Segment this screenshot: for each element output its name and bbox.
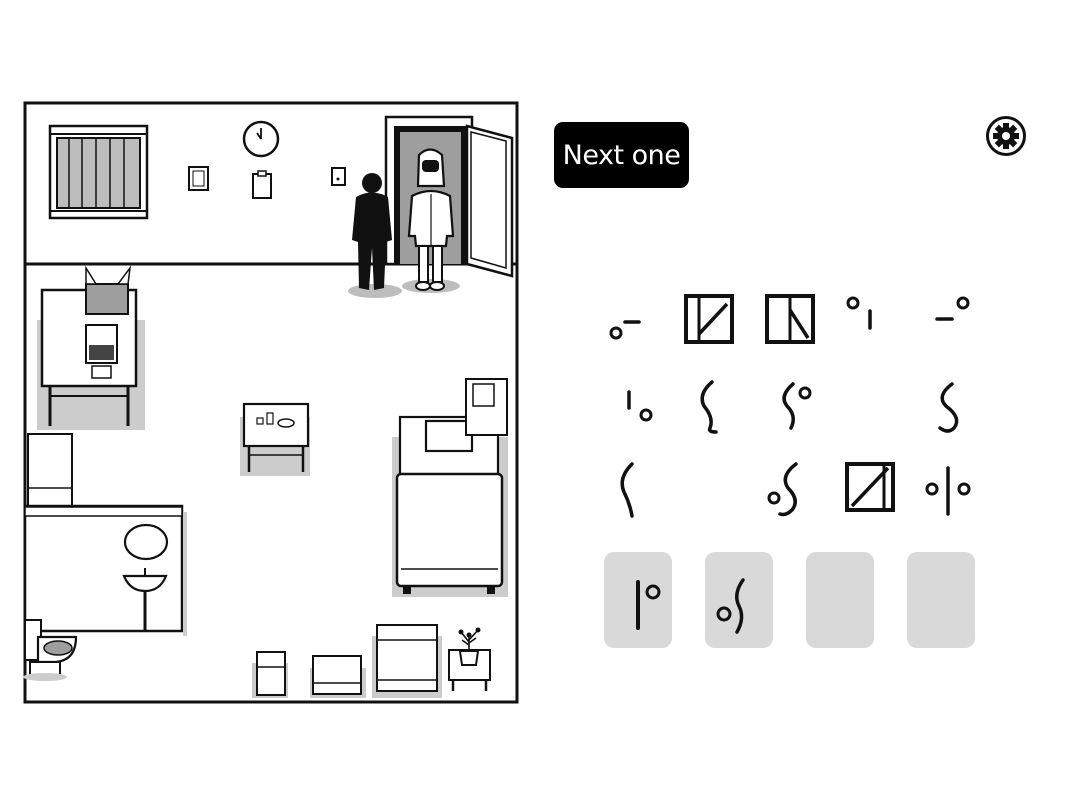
glyph-s-curve[interactable] <box>920 376 984 440</box>
glyph-s-curve[interactable] <box>680 376 744 440</box>
glyph-arc[interactable] <box>600 458 664 522</box>
radio-device[interactable] <box>85 324 118 379</box>
glyph-bar-dot[interactable] <box>603 378 667 442</box>
toilet[interactable] <box>23 619 78 681</box>
glyph-box-diagonal[interactable] <box>838 456 902 520</box>
low-drawer[interactable] <box>310 655 366 698</box>
dresser[interactable] <box>372 624 442 698</box>
answer-slot-1[interactable] <box>604 552 672 648</box>
clipboard <box>252 173 272 199</box>
bed-chair <box>465 378 508 436</box>
answer-slot-2[interactable] <box>705 552 773 648</box>
small-cabinet[interactable] <box>252 651 288 698</box>
glyph-box-split[interactable] <box>758 288 822 352</box>
cardboard-box[interactable] <box>85 265 132 315</box>
clock-icon <box>242 120 280 158</box>
next-one-button[interactable]: Next one <box>554 122 689 188</box>
glyph-dot-dash[interactable] <box>595 290 659 354</box>
wall-frame <box>188 166 209 191</box>
window <box>48 124 149 220</box>
glyph-dot-bar-dot[interactable] <box>916 458 980 522</box>
side-table[interactable] <box>242 402 310 472</box>
glyph-box-diagonal[interactable] <box>677 288 741 352</box>
hazmat-figure[interactable] <box>407 148 455 291</box>
shadow-figure[interactable] <box>352 173 392 290</box>
glyph-dot-s[interactable] <box>758 458 822 522</box>
glyph-dash-dot[interactable] <box>925 288 989 352</box>
answer-slot-3[interactable] <box>806 552 874 648</box>
plant-stand[interactable] <box>448 627 491 692</box>
sink[interactable] <box>122 568 168 632</box>
mirror <box>123 523 169 561</box>
bed[interactable] <box>395 415 504 594</box>
glyph-s-dot[interactable] <box>767 376 831 440</box>
glyph-bar-dot <box>636 580 661 630</box>
glyph-dot-bar[interactable] <box>830 288 894 352</box>
answer-slot-4[interactable] <box>907 552 975 648</box>
light-switch <box>331 167 346 186</box>
glyph-dot-arc <box>716 578 745 634</box>
gear-icon[interactable] <box>985 115 1027 157</box>
